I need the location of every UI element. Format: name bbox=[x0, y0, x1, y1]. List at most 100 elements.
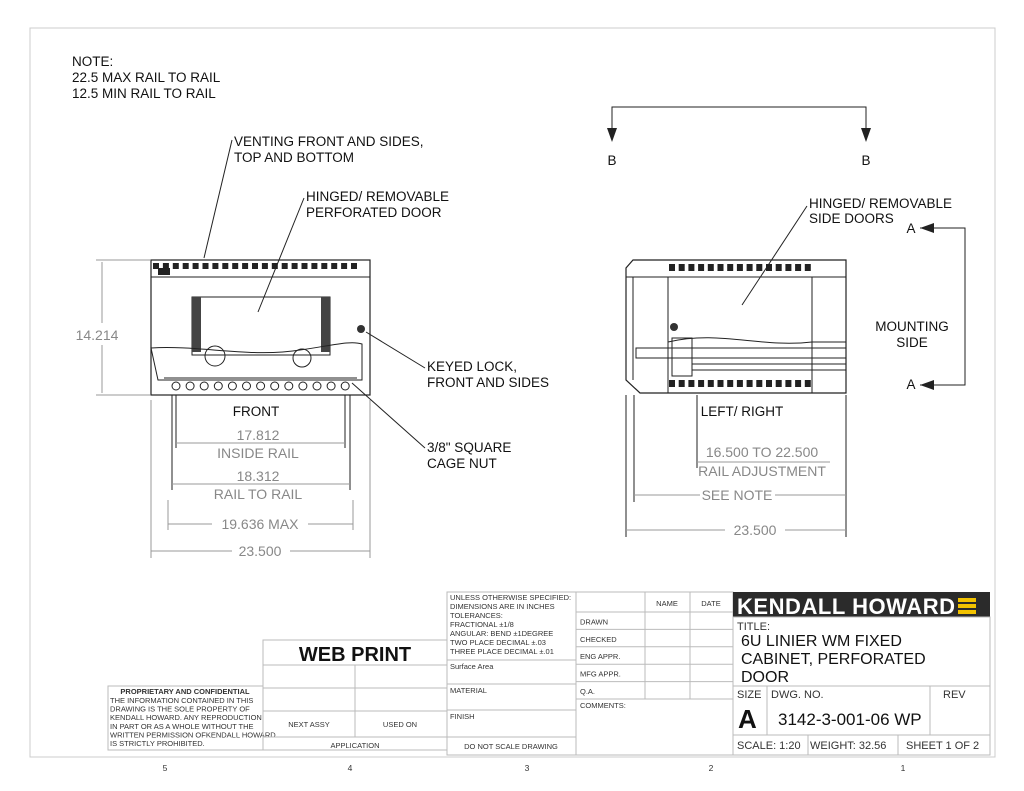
approval-role: Q.A. bbox=[580, 687, 595, 696]
dim-max: 19.636 MAX bbox=[221, 516, 299, 532]
vent-slot bbox=[271, 263, 278, 269]
callout-venting: TOP AND BOTTOM bbox=[234, 150, 354, 165]
vent-slot bbox=[736, 380, 743, 387]
callout-cage-nut: CAGE NUT bbox=[427, 456, 497, 471]
cage-nut-hole bbox=[242, 381, 251, 391]
tolerance-line: FRACTIONAL ±1/8 bbox=[450, 620, 514, 629]
vent-slot bbox=[202, 263, 209, 269]
cage-nut-holes bbox=[171, 381, 350, 391]
vent-slot bbox=[766, 264, 772, 271]
side-dimensions: 16.500 TO 22.500 RAIL ADJUSTMENT SEE NOT… bbox=[626, 444, 846, 538]
dim-rail-to-rail: 18.312 bbox=[237, 468, 280, 484]
cage-nut-hole bbox=[270, 381, 280, 391]
zone-label: 4 bbox=[348, 763, 353, 773]
vent-slot bbox=[688, 380, 695, 387]
note-title: NOTE: bbox=[72, 54, 113, 69]
tolerance-line: TOLERANCES: bbox=[450, 611, 503, 620]
proprietary-title: PROPRIETARY AND CONFIDENTIAL bbox=[120, 687, 250, 696]
vent-slot bbox=[766, 380, 772, 387]
callout-venting: VENTING FRONT AND SIDES, bbox=[234, 134, 424, 149]
dim-see-note: SEE NOTE bbox=[702, 487, 773, 503]
vent-slot bbox=[252, 263, 258, 269]
vent-slot bbox=[678, 264, 685, 271]
front-view-label: FRONT bbox=[233, 404, 280, 419]
rev-label: REV bbox=[943, 689, 966, 701]
vent-slot bbox=[804, 380, 811, 387]
proprietary-line: IS STRICTLY PROHIBITED. bbox=[110, 739, 205, 748]
vent-slot bbox=[804, 264, 811, 271]
vent-slot bbox=[688, 264, 695, 271]
section-b-label: B bbox=[607, 153, 616, 168]
vent-slot bbox=[795, 380, 802, 387]
vent-slot bbox=[775, 380, 782, 387]
side-view: LEFT/ RIGHT bbox=[625, 259, 847, 537]
vent-slot bbox=[698, 264, 705, 271]
mounting-side-label: MOUNTING bbox=[875, 319, 949, 334]
drawing-title: 6U LINIER WM FIXED bbox=[741, 633, 902, 650]
vent-slot bbox=[301, 263, 308, 269]
brand-logo: KENDALL HOWARD bbox=[737, 594, 955, 619]
approval-role: ENG APPR. bbox=[580, 652, 620, 661]
vent-slot bbox=[232, 263, 239, 269]
callout-door: PERFORATED DOOR bbox=[306, 205, 442, 220]
front-dimensions: 14.214 17.812 INSIDE RAIL 18.312 RAIL TO… bbox=[76, 259, 371, 559]
vent-slot bbox=[242, 263, 249, 269]
drawing-title: DOOR bbox=[741, 669, 789, 686]
zone-markers: 5 4 3 2 1 bbox=[163, 763, 906, 773]
vent-slot bbox=[222, 263, 229, 269]
vent-slot bbox=[756, 264, 763, 271]
cage-nut-hole bbox=[213, 381, 223, 391]
sheet-value: SHEET 1 OF 2 bbox=[906, 740, 979, 752]
cage-nut-hole bbox=[340, 381, 350, 391]
cage-nut-hole bbox=[312, 381, 322, 391]
section-b-label: B bbox=[861, 153, 870, 168]
vent-slot bbox=[746, 264, 753, 271]
cage-nut-hole bbox=[298, 381, 308, 391]
drawing-title: CABINET, PERFORATED bbox=[741, 651, 926, 668]
weight-value: WEIGHT: 32.56 bbox=[810, 740, 886, 752]
proprietary-line: IN PART OR AS A WHOLE WITHOUT THE bbox=[110, 722, 254, 731]
dim-rail-adjustment: 16.500 TO 22.500 bbox=[706, 444, 819, 460]
web-print-label: WEB PRINT bbox=[299, 644, 411, 666]
vent-slot bbox=[321, 263, 328, 269]
used-on-label: USED ON bbox=[383, 720, 417, 729]
size-value: A bbox=[738, 704, 757, 734]
note-line: 12.5 MIN RAIL TO RAIL bbox=[72, 86, 216, 101]
comments-label: COMMENTS: bbox=[580, 701, 626, 710]
vent-slot bbox=[795, 264, 802, 271]
proprietary-line: THE INFORMATION CONTAINED IN THIS bbox=[110, 696, 253, 705]
vent-slot bbox=[707, 264, 714, 271]
tolerance-line: TWO PLACE DECIMAL ±.03 bbox=[450, 638, 546, 647]
vent-slot bbox=[736, 264, 743, 271]
section-b-arrows: B B bbox=[607, 106, 871, 168]
vent-slot bbox=[311, 263, 318, 269]
title-label: TITLE: bbox=[737, 621, 770, 633]
note-line: 22.5 MAX RAIL TO RAIL bbox=[72, 70, 221, 85]
next-assy-label: NEXT ASSY bbox=[288, 720, 330, 729]
vent-slot bbox=[153, 263, 159, 269]
vent-slot bbox=[698, 380, 705, 387]
tolerance-line: THREE PLACE DECIMAL ±.01 bbox=[450, 647, 554, 656]
zone-label: 5 bbox=[163, 763, 168, 773]
vent-slot bbox=[717, 264, 724, 271]
approval-role: DRAWN bbox=[580, 617, 608, 626]
cage-nut-hole bbox=[171, 381, 181, 391]
vent-slots bbox=[669, 264, 811, 387]
general-notes: NOTE: 22.5 MAX RAIL TO RAIL 12.5 MIN RAI… bbox=[72, 54, 221, 101]
material-label: MATERIAL bbox=[450, 686, 487, 695]
vent-slot bbox=[281, 263, 288, 269]
approval-role: CHECKED bbox=[580, 635, 617, 644]
vent-slot bbox=[669, 264, 675, 271]
vent-slot bbox=[756, 380, 763, 387]
dim-width: 23.500 bbox=[239, 543, 282, 559]
vent-slot bbox=[785, 380, 792, 387]
vent-slot bbox=[182, 263, 189, 269]
name-header: NAME bbox=[656, 599, 678, 608]
dim-rail-to-rail-label: RAIL TO RAIL bbox=[214, 486, 303, 502]
vent-slot bbox=[291, 263, 298, 269]
proprietary-line: WRITTEN PERMISSION OFKENDALL HOWARD bbox=[110, 730, 276, 739]
dim-inside-rail-label: INSIDE RAIL bbox=[217, 445, 299, 461]
callout-cage-nut: 3/8" SQUARE bbox=[427, 440, 511, 455]
